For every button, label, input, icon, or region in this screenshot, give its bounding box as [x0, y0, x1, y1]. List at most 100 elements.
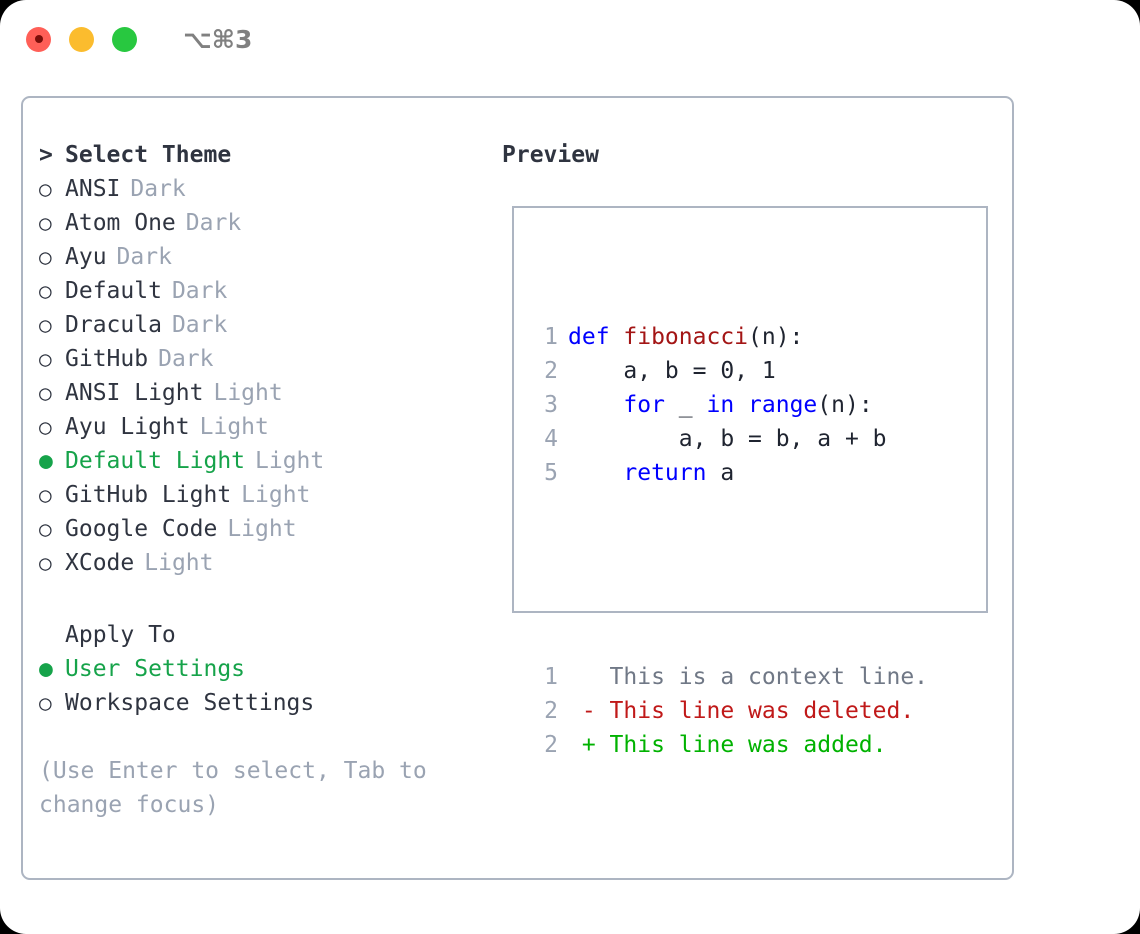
code-line-number: 1	[544, 324, 558, 350]
diff-line-content: + This line was added.	[568, 732, 887, 758]
theme-item-variant-tag: Dark	[171, 312, 228, 338]
theme-item-label: Atom One	[65, 210, 176, 236]
diff-line-del: 2 - This line was deleted.	[526, 694, 986, 728]
window-controls	[26, 26, 137, 52]
minimize-button-icon[interactable]	[69, 26, 94, 52]
maximize-button-icon[interactable]	[112, 26, 137, 52]
radio-unselected-icon: ○	[39, 517, 52, 541]
radio-unselected-icon: ○	[39, 551, 52, 575]
close-button-icon[interactable]	[26, 26, 51, 52]
theme-item-variant-tag: Dark	[116, 244, 172, 270]
theme-item-ayu[interactable]: ○ Ayu Dark	[39, 244, 479, 278]
theme-item-label: Default Light	[65, 448, 246, 474]
select-theme-title: Select Theme	[65, 142, 232, 168]
theme-item-variant-tag: Dark	[171, 278, 228, 304]
theme-item-variant-tag: Light	[144, 550, 214, 576]
code-token-fn: fibonacci	[623, 324, 749, 350]
keyboard-shortcut-label: ⌥⌘3	[183, 24, 253, 54]
code-line-number: 3	[544, 392, 558, 418]
code-line-number: 4	[544, 426, 558, 452]
code-token-kw: range	[748, 392, 818, 418]
theme-item-ayu-light[interactable]: ○ Ayu Light Light	[39, 414, 479, 448]
radio-selected-icon: ●	[39, 656, 53, 682]
code-token-kw: return	[623, 460, 707, 486]
code-token-txt	[568, 460, 623, 486]
diff-line-content: - This line was deleted.	[568, 698, 915, 724]
theme-item-default[interactable]: ○ Default Dark	[39, 278, 479, 312]
apply-to-item-workspace-settings[interactable]: ○ Workspace Settings	[39, 690, 479, 724]
theme-item-github[interactable]: ○ GitHub Dark	[39, 346, 479, 380]
keyboard-hint-text: (Use Enter to select, Tab to change focu…	[39, 758, 441, 818]
theme-item-variant-tag: Light	[227, 516, 297, 542]
apply-to-item-label: Workspace Settings	[65, 690, 315, 716]
title-bar: ⌥⌘3	[0, 0, 1140, 78]
apply-to-header: Apply To	[65, 622, 176, 648]
radio-unselected-icon: ○	[39, 245, 52, 269]
theme-item-variant-tag: Dark	[130, 176, 186, 202]
radio-unselected-icon: ○	[39, 313, 52, 337]
code-line-content: for _ in range(n):	[568, 388, 873, 422]
code-line: 1 def fibonacci(n):	[526, 320, 986, 354]
prompt-caret-icon: >	[39, 142, 53, 168]
theme-item-dracula[interactable]: ○ Dracula Dark	[39, 312, 479, 346]
theme-item-variant-tag: Dark	[158, 346, 214, 372]
theme-item-variant-tag: Light	[241, 482, 311, 508]
radio-unselected-icon: ○	[39, 211, 52, 235]
code-token-kw: in	[706, 392, 735, 418]
theme-item-label: ANSI Light	[65, 380, 204, 406]
diff-lines: 1 This is a context line. 2 - This line w…	[526, 660, 986, 762]
theme-item-label: Google Code	[65, 516, 218, 542]
code-line-number: 2	[544, 358, 558, 384]
code-token-txt: a, b = 0, 1	[568, 358, 776, 384]
apply-to-item-user-settings[interactable]: ● User Settings	[39, 656, 479, 690]
apply-to-item-label: User Settings	[65, 656, 246, 682]
diff-line-number: 1	[544, 664, 558, 690]
theme-item-label: GitHub Light	[65, 482, 232, 508]
hint-spacer	[39, 724, 479, 754]
theme-item-label: Ayu Light	[65, 414, 190, 440]
theme-item-label: Ayu	[65, 244, 107, 270]
code-line-content: return a	[568, 456, 734, 490]
code-token-kw: def	[568, 324, 624, 350]
code-line: 4 a, b = b, a + b	[526, 422, 986, 456]
theme-item-label: GitHub	[65, 346, 149, 372]
theme-item-variant-tag: Light	[199, 414, 269, 440]
radio-unselected-icon: ○	[39, 347, 52, 371]
diff-line-number: 2	[544, 732, 558, 758]
theme-item-variant-tag: Light	[213, 380, 283, 406]
code-line-number: 5	[544, 460, 558, 486]
code-line-content: a, b = 0, 1	[568, 354, 776, 388]
code-line-content: def fibonacci(n):	[568, 320, 803, 354]
radio-unselected-icon: ○	[39, 691, 52, 715]
diff-line-content: This is a context line.	[568, 664, 929, 690]
code-token-kw: for	[623, 392, 665, 418]
theme-item-google-code[interactable]: ○ Google Code Light	[39, 516, 479, 550]
code-token-txt	[734, 392, 748, 418]
radio-unselected-icon: ○	[39, 279, 52, 303]
list-spacer	[39, 584, 479, 622]
theme-item-atom-one[interactable]: ○ Atom One Dark	[39, 210, 479, 244]
theme-item-label: Dracula	[65, 312, 162, 338]
code-token-txt: (n):	[817, 392, 873, 418]
theme-item-variant-tag: Dark	[185, 210, 242, 236]
code-token-txt: a, b = b, a + b	[568, 426, 887, 452]
radio-unselected-icon: ○	[39, 415, 52, 439]
radio-unselected-icon: ○	[39, 381, 52, 405]
theme-item-ansi-light[interactable]: ○ ANSI Light Light	[39, 380, 479, 414]
code-line: 2 a, b = 0, 1	[526, 354, 986, 388]
code-line: 3 for _ in range(n):	[526, 388, 986, 422]
theme-item-label: Default	[65, 278, 162, 304]
radio-unselected-icon: ○	[39, 177, 52, 201]
diff-line-add: 2 + This line was added.	[526, 728, 986, 762]
